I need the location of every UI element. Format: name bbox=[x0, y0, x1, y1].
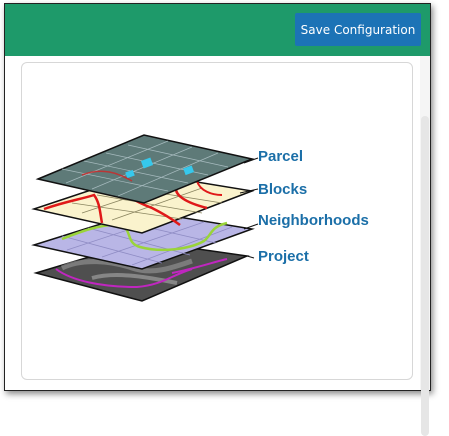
layer-label-neighborhoods: Neighborhoods bbox=[258, 212, 369, 229]
save-configuration-button[interactable]: Save Configuration bbox=[295, 13, 421, 46]
scrollbar[interactable] bbox=[420, 56, 430, 436]
layer-label-blocks: Blocks bbox=[258, 181, 308, 198]
leader-lines bbox=[239, 157, 259, 230]
layers-panel: Parcel Blocks Neighborhoods Project bbox=[21, 62, 413, 380]
top-bar: Save Configuration bbox=[5, 4, 430, 56]
scrollbar-thumb[interactable] bbox=[421, 116, 429, 436]
layer-label-parcel: Parcel bbox=[258, 148, 304, 165]
window-frame: Save Configuration bbox=[4, 3, 431, 436]
gis-layers-illustration bbox=[31, 134, 259, 302]
layer-label-project: Project bbox=[258, 248, 309, 265]
parcel-layer bbox=[35, 134, 255, 204]
